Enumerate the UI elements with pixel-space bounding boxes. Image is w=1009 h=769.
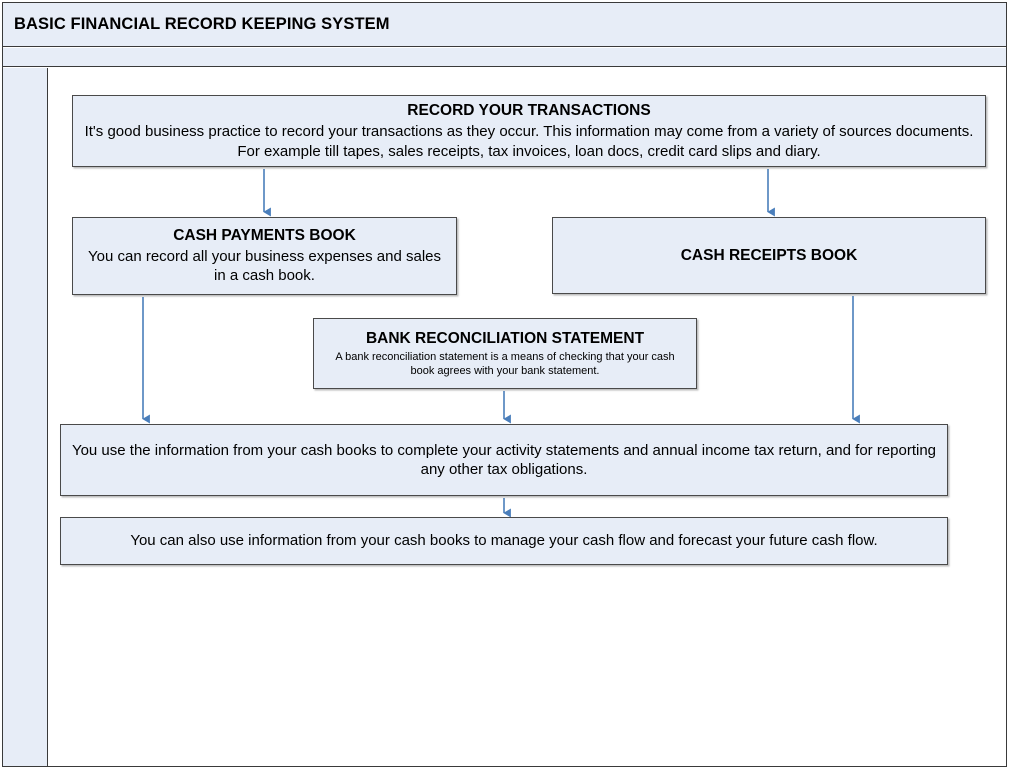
window-title-bar: BASIC FINANCIAL RECORD KEEPING SYSTEM [3, 3, 1006, 47]
node-bankrec-title: BANK RECONCILIATION STATEMENT [365, 329, 645, 347]
secondary-toolbar [3, 48, 1006, 67]
node-usage-body: You use the information from your cash b… [71, 441, 937, 479]
node-bank-reconciliation-statement[interactable]: BANK RECONCILIATION STATEMENT A bank rec… [313, 318, 697, 389]
connector-arrows [142, 169, 860, 518]
node-receipts-title: CASH RECEIPTS BOOK [680, 246, 858, 264]
left-sidebar-column [3, 68, 48, 766]
node-record-title: RECORD YOUR TRANSACTIONS [407, 101, 651, 119]
node-cash-payments-book[interactable]: CASH PAYMENTS BOOK You can record all yo… [72, 217, 457, 295]
node-cash-flow-management[interactable]: You can also use information from your c… [60, 517, 948, 565]
node-cash-book-usage[interactable]: You use the information from your cash b… [60, 424, 948, 496]
node-record-your-transactions[interactable]: RECORD YOUR TRANSACTIONS It's good busin… [72, 95, 986, 167]
node-cash-receipts-book[interactable]: CASH RECEIPTS BOOK [552, 217, 986, 294]
node-payments-title: CASH PAYMENTS BOOK [173, 227, 356, 245]
node-record-body: It's good business practice to record yo… [84, 123, 974, 160]
node-bankrec-body: A bank reconciliation statement is a mea… [335, 351, 675, 378]
diagram-canvas: RECORD YOUR TRANSACTIONS It's good busin… [49, 68, 1006, 766]
page-title: BASIC FINANCIAL RECORD KEEPING SYSTEM [14, 15, 390, 33]
node-cashflow-body: You can also use information from your c… [130, 532, 878, 550]
node-payments-body: You can record all your business expense… [88, 247, 441, 285]
